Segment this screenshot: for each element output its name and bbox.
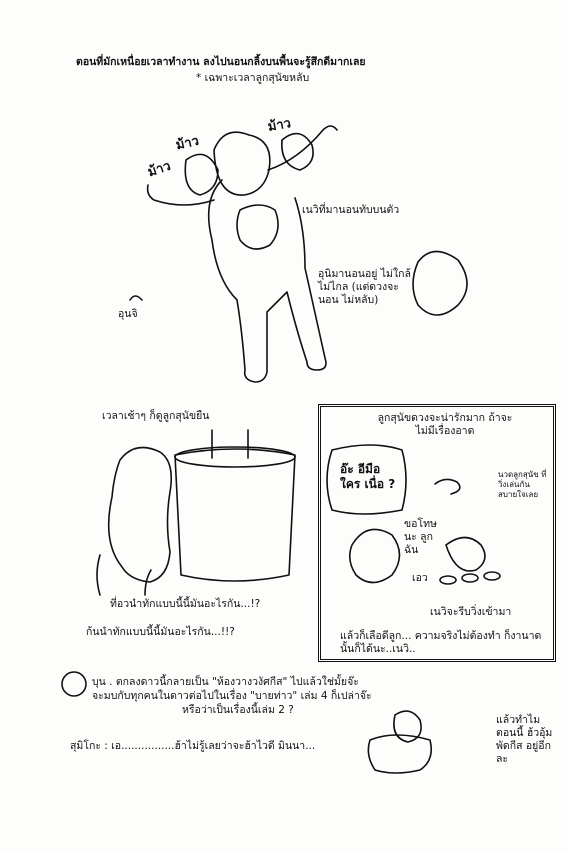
header-line-1: ตอนที่มักเหนื่อยเวลาทำงาน ลงไปนอนกลิ้งบน… <box>76 56 366 68</box>
caption-2: ก้นนำทักแบบนี้นี้มันอะไรกัน...!!? <box>86 626 235 638</box>
arrows <box>96 554 152 596</box>
label-unji-sleeping: อุนิมานอนอยู่ ไม่ใกล้ไม่ไกล (แต่ดวงจะนอน… <box>318 268 411 307</box>
panel-footer: แล้วก็เลือดีลูก... ความจริงไม่ต้องทำ ก็ง… <box>340 630 542 656</box>
panel-pup <box>445 536 486 572</box>
panel-frame <box>318 404 556 662</box>
label-unji: อุนจิ <box>118 308 138 320</box>
bottom-right-note: แล้วทำไม ตอนนี้ ฮ้วอุ้มพัดกีส อยู่อีกละ <box>496 714 553 766</box>
legs-in-bucket <box>211 429 249 459</box>
bottom-note-1: บุน . ตกลงดาวนี้กลายเป็น "ห้องวางวงัศกีส… <box>92 676 359 688</box>
person-head <box>213 131 271 196</box>
caption-1: ที่อวนำทักแบบนี้นี้มันอะไรกัน...!? <box>110 598 261 610</box>
label-cats-on-me: เนวิที่มานอนทับบนตัว <box>302 204 400 216</box>
bottom-signature: สุมิโกะ : เอ................ฮ้าไม่รู้เลย… <box>70 740 316 752</box>
speech-bubble <box>326 444 407 515</box>
puppy <box>107 446 173 583</box>
person-arm-left <box>146 184 215 206</box>
cat-on-chest <box>236 204 279 250</box>
cat-right <box>281 132 314 171</box>
author-face <box>61 671 87 697</box>
dog-squiggle <box>434 478 461 495</box>
panel-woman <box>348 528 401 584</box>
bottom-person-head <box>393 710 422 743</box>
person-arm-right <box>267 125 338 171</box>
panel-title: ลูกสุนัขดวงจะน่ารักมาก ถ้าจะไม่มีเรื่องอ… <box>377 412 513 438</box>
header-line-2: * เฉพาะเวลาลูกสุนัขหลับ <box>196 72 310 84</box>
panel-eye-1 <box>439 575 457 585</box>
panel-bubble-text: อ๊ะ อีมือใคร เนื่อ ? <box>340 462 396 491</box>
person-body <box>207 179 327 383</box>
caption-morning: เวลาเช้าๆ ก็ดูลูกสุนัขยืน <box>102 410 210 422</box>
panel-caption-bottom: เนวิจะรีบวิ่งเข้ามา <box>430 606 512 618</box>
small-mark <box>129 295 143 301</box>
panel-speech: ขอโทษนะ ลูกฉัน <box>404 518 437 557</box>
cat-left <box>184 153 219 196</box>
bottom-note-3: หรือว่าเป็นเรื่องนี้เล่ม 2 ? <box>182 704 294 716</box>
bucket-rim <box>174 446 296 468</box>
panel-note-right: นวดลูกสุนัข ที่วิ่งเล่นกัน สบายใจเลย <box>498 470 547 499</box>
bucket <box>174 448 296 582</box>
bottom-person-cats <box>367 734 433 774</box>
unji-blob <box>412 250 468 316</box>
bottom-note-2: จะมบกับทุกคนในดาวต่อไปในเรื่อง "บายท่าว"… <box>92 690 372 702</box>
panel-eye-3 <box>483 571 501 581</box>
panel-sfx: เอว <box>412 572 428 584</box>
panel-eye-2 <box>461 573 479 583</box>
